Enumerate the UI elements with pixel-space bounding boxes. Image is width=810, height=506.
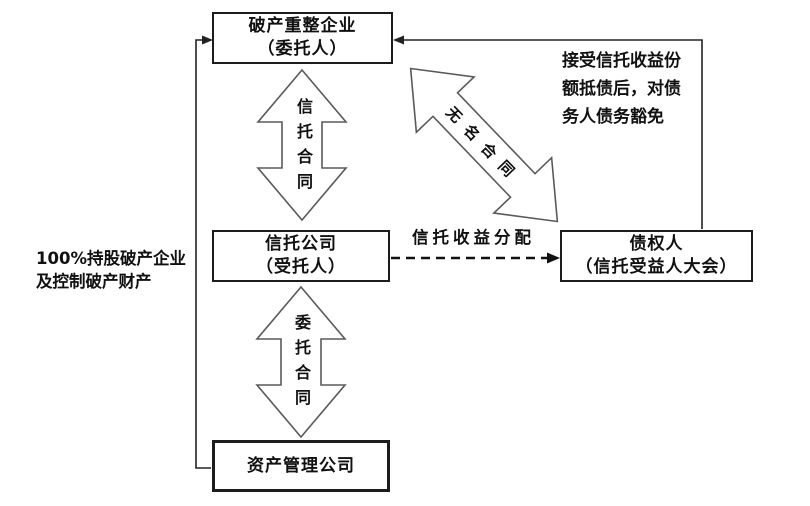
node-label: 破产重整企业 [248, 16, 357, 36]
connector-amc-to-debtor [195, 39, 211, 469]
annotation-debt-exemption: 接受信托收益份 额抵债后，对债 务人债务豁免 [562, 51, 681, 127]
node-sublabel: （受托人） [256, 257, 346, 277]
node-asset-management-company: 资产管理公司 [212, 440, 390, 492]
entrust-contract-double-arrow [255, 285, 347, 439]
node-sublabel: （委托人） [257, 39, 348, 59]
annotation-shareholding: 100%持股破产企业 及控制破产财产 [36, 249, 186, 291]
edge-label-entrust-contract: 委托合同 [292, 314, 311, 414]
node-label: 债权人 [629, 234, 684, 254]
node-label: 信托公司 [265, 234, 337, 254]
edge-label-trust-contract: 信托合同 [294, 98, 313, 198]
arrowhead-into-creditor [547, 252, 560, 264]
unnamed-contract-double-arrow [409, 67, 559, 223]
connector-creditor-to-debtor [395, 39, 703, 229]
node-label: 资产管理公司 [247, 455, 355, 476]
node-bankrupt-enterprise: 破产重整企业 （委托人） [212, 12, 393, 64]
edge-label-income-distribution: 信托收益分配 [412, 228, 535, 247]
arrowhead-into-debtor-right [393, 35, 404, 45]
node-trust-company: 信托公司 （受托人） [212, 230, 390, 282]
arrowhead-into-debtor-left [202, 35, 213, 45]
trust-contract-double-arrow [256, 68, 348, 222]
node-sublabel: （信托受益人大会） [575, 257, 738, 277]
node-creditors: 债权人 （信托受益人大会） [560, 230, 753, 282]
